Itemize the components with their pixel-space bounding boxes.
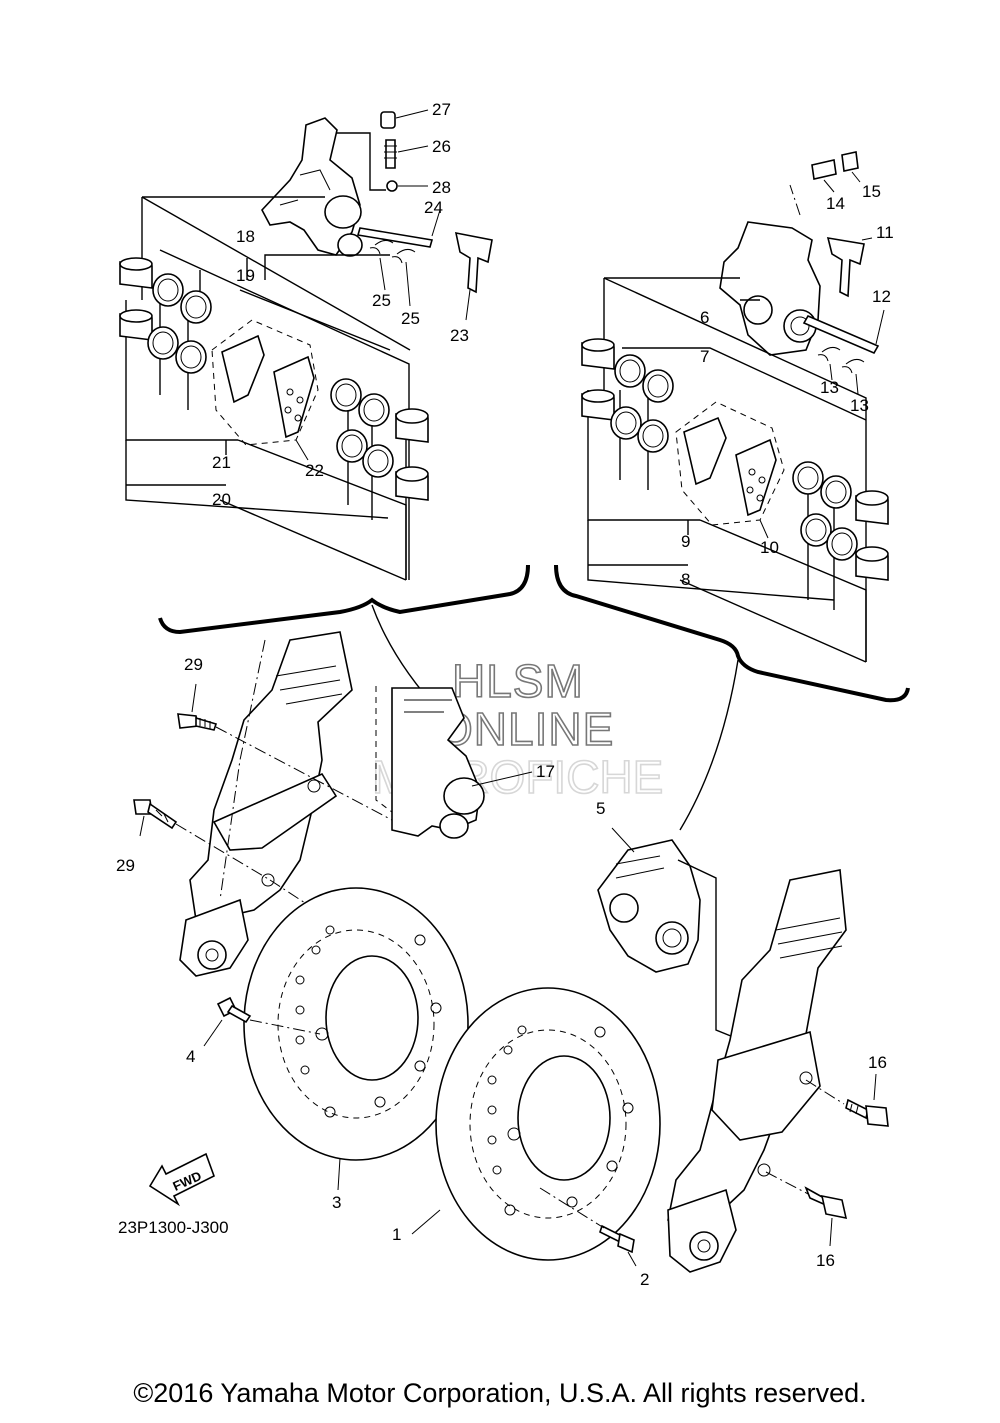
right-brake-disc [411,987,661,1261]
callout-8: 8 [681,570,690,589]
callout-25a: 25 [372,291,391,310]
callout-15: 15 [862,182,881,201]
right-caliper-body [719,184,821,356]
right-kit-bracket-lines [587,277,867,663]
right-brake-pads [675,401,785,539]
right-pin-clips-spring [802,237,885,395]
watermark-line-1: HLSM [452,655,584,707]
callout-17: 17 [536,762,555,781]
callout-7: 7 [700,347,709,366]
kit-braces [158,564,910,831]
callout-29a: 29 [184,655,203,674]
callout-10: 10 [760,538,779,557]
callout-22: 22 [305,461,324,480]
callout-13a: 13 [820,378,839,397]
fwd-arrow: FWD [148,1152,215,1207]
left-mount-bolts [133,683,393,881]
callout-2: 2 [640,1270,649,1289]
pad-pin-and-clips [356,209,493,321]
disc-bolts [203,996,637,1267]
copyright-notice: ©2016 Yamaha Motor Corporation, U.S.A. A… [133,1378,867,1408]
callout-6: 6 [700,308,709,327]
left-brake-pads [211,319,319,461]
right-caliper-kit [581,151,889,663]
callout-3: 3 [332,1193,341,1212]
callout-18: 18 [236,227,255,246]
callout-11: 11 [876,223,894,242]
drawing-code: 23P1300-J300 [118,1218,229,1237]
right-bleeder-parts [811,151,861,193]
callout-26: 26 [432,137,451,156]
callout-12: 12 [872,287,891,306]
callout-29b: 29 [116,856,135,875]
callout-28: 28 [432,178,451,197]
left-pistons-seals [119,257,429,501]
callout-9: 9 [681,532,690,551]
callout-14: 14 [826,194,845,213]
right-mount-bolts [804,1073,889,1247]
left-caliper-kit [119,109,493,581]
callout-19: 19 [236,266,255,285]
right-fork-assembly [667,869,847,1273]
callout-20: 20 [212,490,231,509]
callout-4: 4 [186,1047,195,1066]
callout-numbers: 27 26 28 24 18 19 25 25 23 22 21 20 14 1… [116,100,894,1289]
bleeder-parts [336,109,429,192]
callout-1: 1 [392,1225,401,1244]
callout-16a: 16 [868,1053,887,1072]
callout-27: 27 [432,100,451,119]
left-kit-bracket-lines [125,196,411,581]
callout-25b: 25 [401,309,420,328]
left-caliper-17 [375,686,533,839]
callout-5: 5 [596,799,605,818]
right-pistons-seals [581,338,889,581]
callout-24: 24 [424,198,443,217]
callout-23: 23 [450,326,469,345]
watermark-line-2: ONLINE [437,703,614,755]
callout-16b: 16 [816,1251,835,1270]
left-brake-disc [243,887,469,1191]
left-caliper-body [261,117,363,257]
callout-21: 21 [212,453,231,472]
callout-13b: 13 [850,396,869,415]
